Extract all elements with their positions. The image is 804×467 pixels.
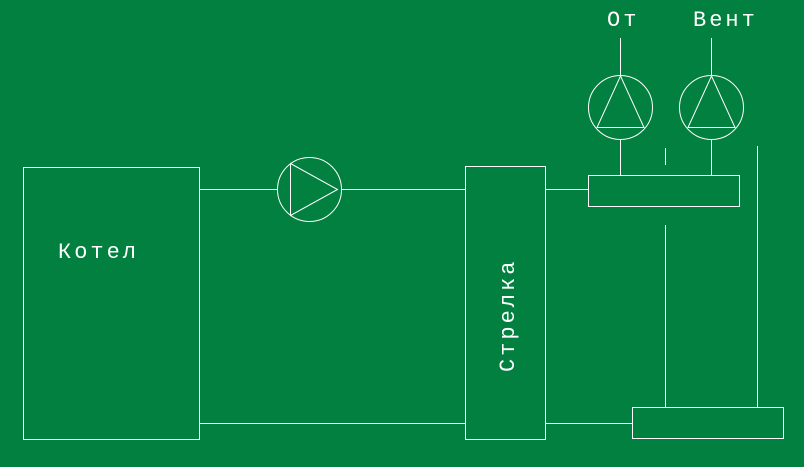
heating-circuit-label: От xyxy=(607,8,639,33)
ventilation-pump-icon xyxy=(679,74,744,140)
heating-pump-icon xyxy=(588,74,653,140)
ventilation-circuit-label: Вент xyxy=(693,8,758,33)
return-manifold xyxy=(632,407,784,439)
boiler-box xyxy=(23,167,200,440)
boiler-pump-icon xyxy=(277,157,342,222)
separator-box xyxy=(465,166,546,440)
boiler-label: Котел xyxy=(58,240,139,265)
supply-manifold xyxy=(588,175,740,207)
separator-label: Стрелка xyxy=(496,259,521,372)
